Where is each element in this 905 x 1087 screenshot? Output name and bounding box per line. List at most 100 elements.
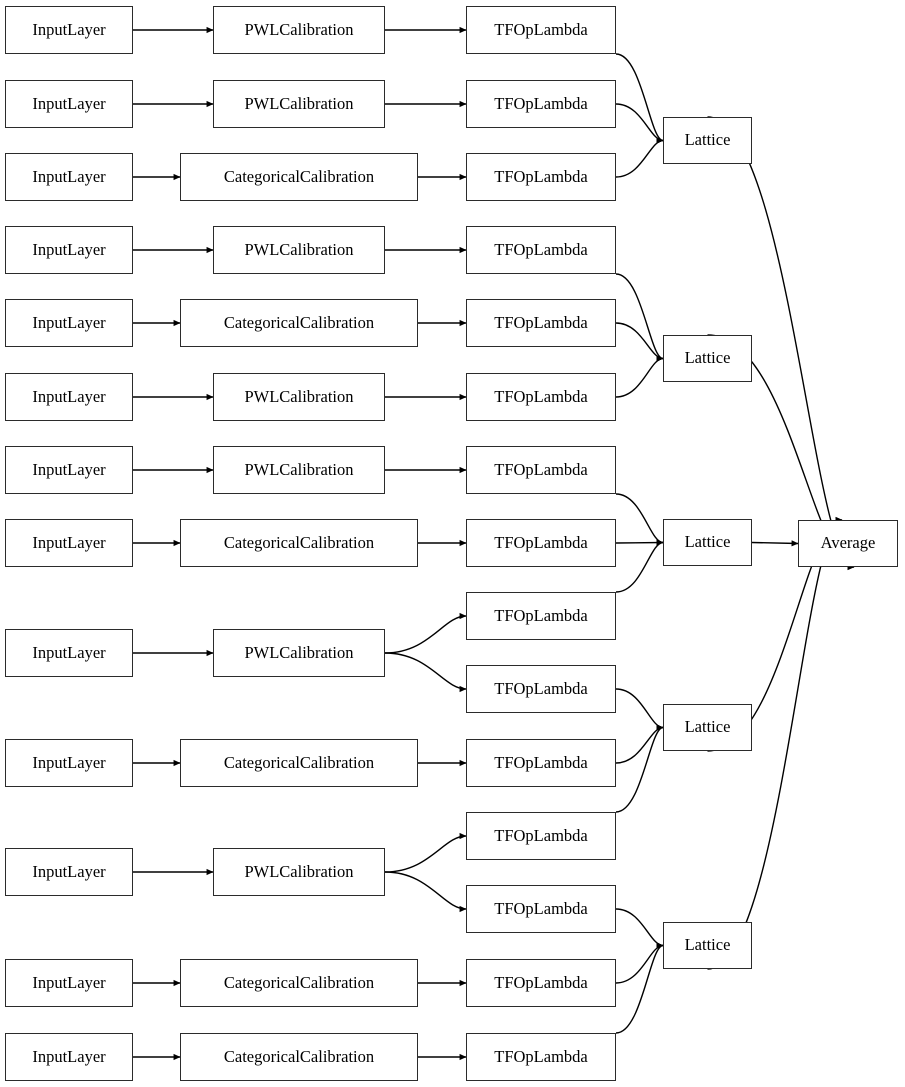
edge-lat3-to-avg (751, 540, 799, 547)
edge-op14-to-lat5 (615, 942, 664, 984)
node-op9[interactable]: TFOpLambda (466, 592, 616, 640)
node-label: TFOpLambda (494, 678, 588, 698)
node-in8[interactable]: InputLayer (5, 519, 133, 567)
node-op7[interactable]: TFOpLambda (466, 446, 616, 494)
node-op13[interactable]: TFOpLambda (466, 885, 616, 933)
node-label: InputLayer (32, 93, 106, 113)
edge-cal9-to-op9 (384, 612, 467, 654)
node-avg[interactable]: Average (798, 520, 898, 567)
node-lat2[interactable]: Lattice (663, 335, 752, 382)
node-in11[interactable]: InputLayer (5, 848, 133, 896)
edge-cal9-to-op10 (384, 652, 467, 693)
node-label: CategoricalCalibration (223, 312, 375, 332)
edge-op1-to-lat1 (615, 53, 664, 144)
node-label: InputLayer (32, 459, 106, 479)
node-label: CategoricalCalibration (223, 532, 375, 552)
node-cal10[interactable]: CategoricalCalibration (180, 739, 418, 787)
node-cal12[interactable]: CategoricalCalibration (180, 959, 418, 1007)
node-op15[interactable]: TFOpLambda (466, 1033, 616, 1081)
node-op4[interactable]: TFOpLambda (466, 226, 616, 274)
node-op14[interactable]: TFOpLambda (466, 959, 616, 1007)
node-op11[interactable]: TFOpLambda (466, 739, 616, 787)
node-label: InputLayer (32, 239, 106, 259)
edge-op11-to-lat4 (615, 724, 664, 764)
node-in12[interactable]: InputLayer (5, 959, 133, 1007)
node-op2[interactable]: TFOpLambda (466, 80, 616, 128)
node-cal5[interactable]: CategoricalCalibration (180, 299, 418, 347)
node-label: TFOpLambda (494, 752, 588, 772)
node-in1[interactable]: InputLayer (5, 6, 133, 54)
node-cal13[interactable]: CategoricalCalibration (180, 1033, 418, 1081)
node-cal8[interactable]: CategoricalCalibration (180, 519, 418, 567)
node-cal11[interactable]: PWLCalibration (213, 848, 385, 896)
node-label: TFOpLambda (494, 532, 588, 552)
node-op12[interactable]: TFOpLambda (466, 812, 616, 860)
node-label: InputLayer (32, 752, 106, 772)
edge-op9-to-lat3 (615, 539, 664, 593)
node-lat3[interactable]: Lattice (663, 519, 752, 566)
node-in9[interactable]: InputLayer (5, 629, 133, 677)
edge-op2-to-lat1 (615, 103, 664, 144)
node-label: TFOpLambda (494, 19, 588, 39)
edge-op12-to-lat4 (615, 724, 664, 813)
node-label: CategoricalCalibration (223, 1046, 375, 1066)
node-op8[interactable]: TFOpLambda (466, 519, 616, 567)
node-label: TFOpLambda (494, 312, 588, 332)
node-cal4[interactable]: PWLCalibration (213, 226, 385, 274)
node-label: PWLCalibration (244, 93, 354, 113)
edge-op3-to-lat1 (615, 137, 664, 178)
node-cal7[interactable]: PWLCalibration (213, 446, 385, 494)
node-in4[interactable]: InputLayer (5, 226, 133, 274)
node-label: Lattice (684, 130, 731, 150)
node-cal9[interactable]: PWLCalibration (213, 629, 385, 677)
node-label: TFOpLambda (494, 605, 588, 625)
node-label: PWLCalibration (244, 19, 354, 39)
node-op5[interactable]: TFOpLambda (466, 299, 616, 347)
node-op6[interactable]: TFOpLambda (466, 373, 616, 421)
node-label: Lattice (684, 532, 731, 552)
node-cal6[interactable]: PWLCalibration (213, 373, 385, 421)
node-in10[interactable]: InputLayer (5, 739, 133, 787)
node-op3[interactable]: TFOpLambda (466, 153, 616, 201)
node-label: Lattice (684, 348, 731, 368)
node-lat1[interactable]: Lattice (663, 117, 752, 164)
node-label: TFOpLambda (494, 1046, 588, 1066)
node-lat5[interactable]: Lattice (663, 922, 752, 969)
node-label: InputLayer (32, 532, 106, 552)
node-label: PWLCalibration (244, 861, 354, 881)
node-cal2[interactable]: PWLCalibration (213, 80, 385, 128)
node-label: TFOpLambda (494, 898, 588, 918)
node-label: InputLayer (32, 861, 106, 881)
edge-op13-to-lat5 (615, 908, 664, 949)
node-label: TFOpLambda (494, 239, 588, 259)
node-label: TFOpLambda (494, 825, 588, 845)
node-label: InputLayer (32, 312, 106, 332)
node-in6[interactable]: InputLayer (5, 373, 133, 421)
edge-op5-to-lat2 (615, 322, 664, 362)
edge-cal11-to-op13 (384, 871, 467, 913)
node-label: PWLCalibration (244, 459, 354, 479)
node-label: TFOpLambda (494, 93, 588, 113)
node-in3[interactable]: InputLayer (5, 153, 133, 201)
node-label: CategoricalCalibration (223, 972, 375, 992)
node-in13[interactable]: InputLayer (5, 1033, 133, 1081)
node-lat4[interactable]: Lattice (663, 704, 752, 751)
node-label: InputLayer (32, 1046, 106, 1066)
node-label: InputLayer (32, 386, 106, 406)
node-in7[interactable]: InputLayer (5, 446, 133, 494)
node-in5[interactable]: InputLayer (5, 299, 133, 347)
node-label: InputLayer (32, 642, 106, 662)
edge-op6-to-lat2 (615, 355, 664, 398)
node-op1[interactable]: TFOpLambda (466, 6, 616, 54)
node-label: Lattice (684, 717, 731, 737)
node-label: InputLayer (32, 19, 106, 39)
node-cal3[interactable]: CategoricalCalibration (180, 153, 418, 201)
node-cal1[interactable]: PWLCalibration (213, 6, 385, 54)
node-op10[interactable]: TFOpLambda (466, 665, 616, 713)
node-label: TFOpLambda (494, 166, 588, 186)
node-label: InputLayer (32, 972, 106, 992)
node-in2[interactable]: InputLayer (5, 80, 133, 128)
node-label: CategoricalCalibration (223, 166, 375, 186)
